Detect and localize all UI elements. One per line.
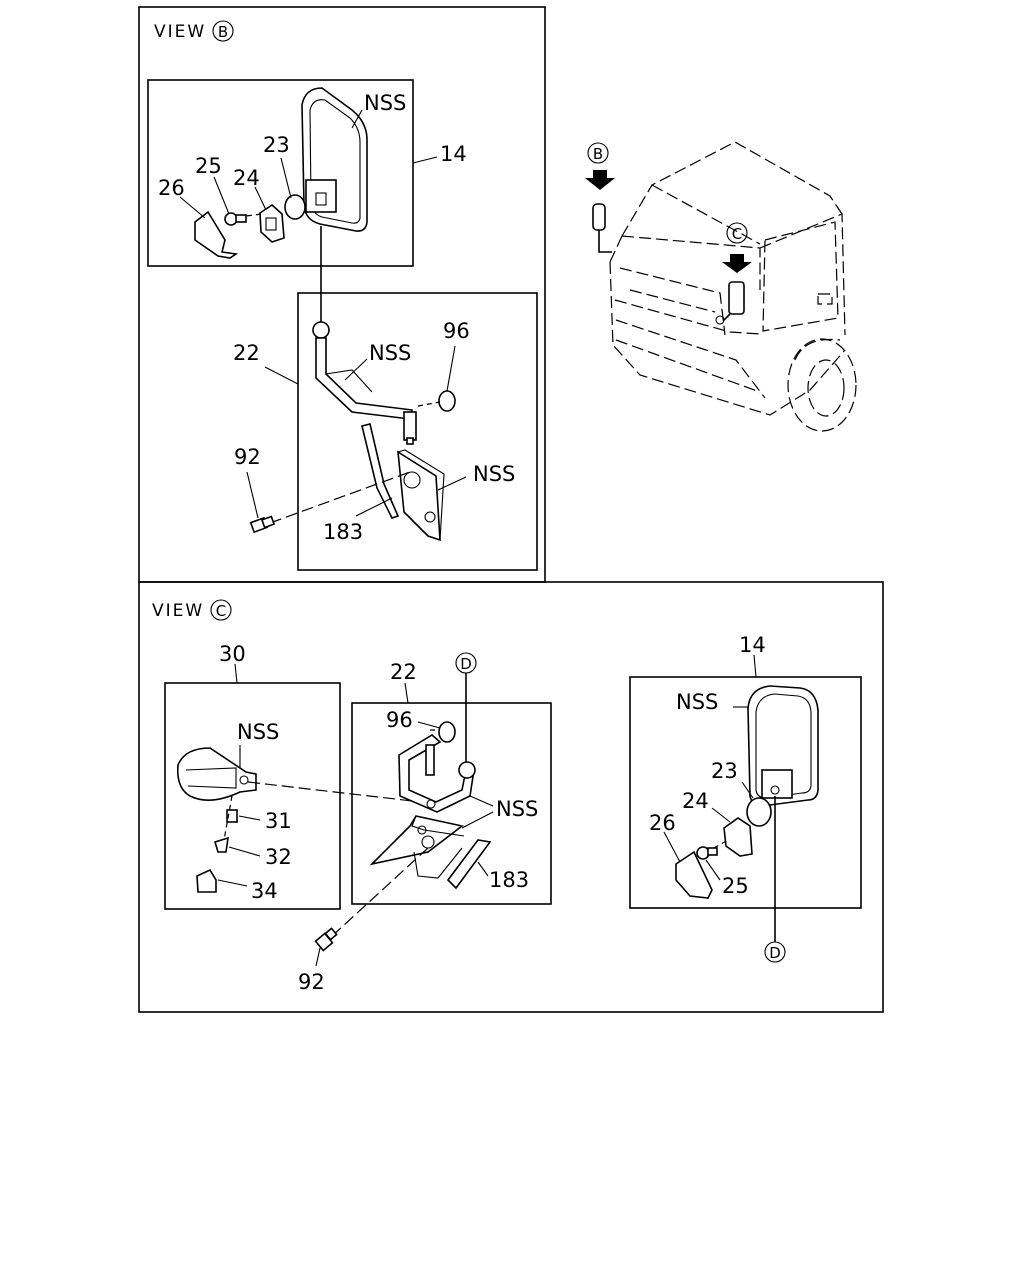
view-b-label-22: 22 xyxy=(233,341,260,365)
view-b-label-26: 26 xyxy=(158,176,185,200)
view-b-part-26 xyxy=(194,210,239,259)
view-c-bracket xyxy=(369,815,465,866)
view-c-label-14: 14 xyxy=(739,633,766,657)
truck-marker-c: C xyxy=(732,225,742,243)
view-b-marker: B xyxy=(218,23,228,41)
view-b-part-183 xyxy=(361,423,400,519)
view-b-mirror-head xyxy=(301,87,368,232)
view-b-label-nss-bracket: NSS xyxy=(473,462,515,486)
view-c-ref-d-top: D xyxy=(460,655,472,673)
view-b-title: VIEW xyxy=(154,22,206,42)
view-c-label-32: 32 xyxy=(265,845,292,869)
truck-marker-b: B xyxy=(593,145,603,163)
view-b-part-92 xyxy=(249,471,411,534)
view-c-label-nss-cover: NSS xyxy=(237,720,279,744)
view-b-mirror-box xyxy=(147,79,414,267)
truck-illustration: B C xyxy=(585,141,857,432)
view-c-part-30-cover xyxy=(176,747,257,801)
view-b-label-92: 92 xyxy=(234,445,261,469)
view-c-label-25: 25 xyxy=(722,874,749,898)
view-c-frame xyxy=(138,581,884,1013)
view-c-part-24 xyxy=(723,817,753,857)
view-c-label-92: 92 xyxy=(298,970,325,994)
view-c-label-34: 34 xyxy=(251,879,278,903)
view-c-section: VIEW C 30 NSS 31 32 34 22 xyxy=(152,599,862,994)
view-c-part-32 xyxy=(214,795,233,853)
view-c-title: VIEW xyxy=(152,601,204,621)
view-c-part-25 xyxy=(696,839,729,860)
view-b-bracket xyxy=(397,449,445,542)
view-c-mirror-box xyxy=(629,676,862,909)
view-c-arm-box xyxy=(351,702,552,905)
view-b-label-24: 24 xyxy=(233,166,260,190)
view-b-part-25 xyxy=(224,212,263,226)
view-c-cover-box xyxy=(164,682,341,910)
view-c-label-30: 30 xyxy=(219,642,246,666)
view-c-part-183 xyxy=(446,839,492,890)
view-c-label-31: 31 xyxy=(265,809,292,833)
view-c-label-23: 23 xyxy=(711,759,738,783)
view-b-section: VIEW B NSS 14 23 xyxy=(147,20,538,571)
view-b-arm-box xyxy=(297,292,538,571)
view-b-label-14: 14 xyxy=(440,142,467,166)
view-b-frame xyxy=(138,6,546,583)
view-b-label-96: 96 xyxy=(443,319,470,343)
view-c-part-23 xyxy=(746,797,772,827)
view-c-part-31 xyxy=(226,809,238,823)
view-b-label-25: 25 xyxy=(195,154,222,178)
view-b-label-nss-arm: NSS xyxy=(369,341,411,365)
view-c-part-92 xyxy=(314,847,429,952)
view-c-mirror-head xyxy=(747,685,819,807)
view-c-label-26: 26 xyxy=(649,811,676,835)
view-b-marker-circle xyxy=(212,20,234,42)
view-b-part-24 xyxy=(259,203,285,243)
view-c-arm xyxy=(398,721,476,813)
view-c-marker: C xyxy=(216,602,226,620)
view-c-label-183: 183 xyxy=(489,868,529,892)
view-c-ref-d-bottom: D xyxy=(769,944,781,962)
view-b-label-183: 183 xyxy=(323,520,363,544)
view-b-part-23 xyxy=(284,194,306,220)
view-c-label-96: 96 xyxy=(386,708,413,732)
view-c-part-34 xyxy=(196,868,217,893)
view-b-arm xyxy=(312,321,456,445)
view-c-label-24: 24 xyxy=(682,789,709,813)
view-b-label-23: 23 xyxy=(263,133,290,157)
view-c-part-26 xyxy=(675,850,713,899)
view-c-label-22: 22 xyxy=(390,660,417,684)
view-c-label-nss-arm: NSS xyxy=(496,797,538,821)
view-b-label-nss-mirror: NSS xyxy=(364,91,406,115)
view-c-marker-circle xyxy=(210,599,232,621)
view-c-label-nss-mirror: NSS xyxy=(676,690,718,714)
